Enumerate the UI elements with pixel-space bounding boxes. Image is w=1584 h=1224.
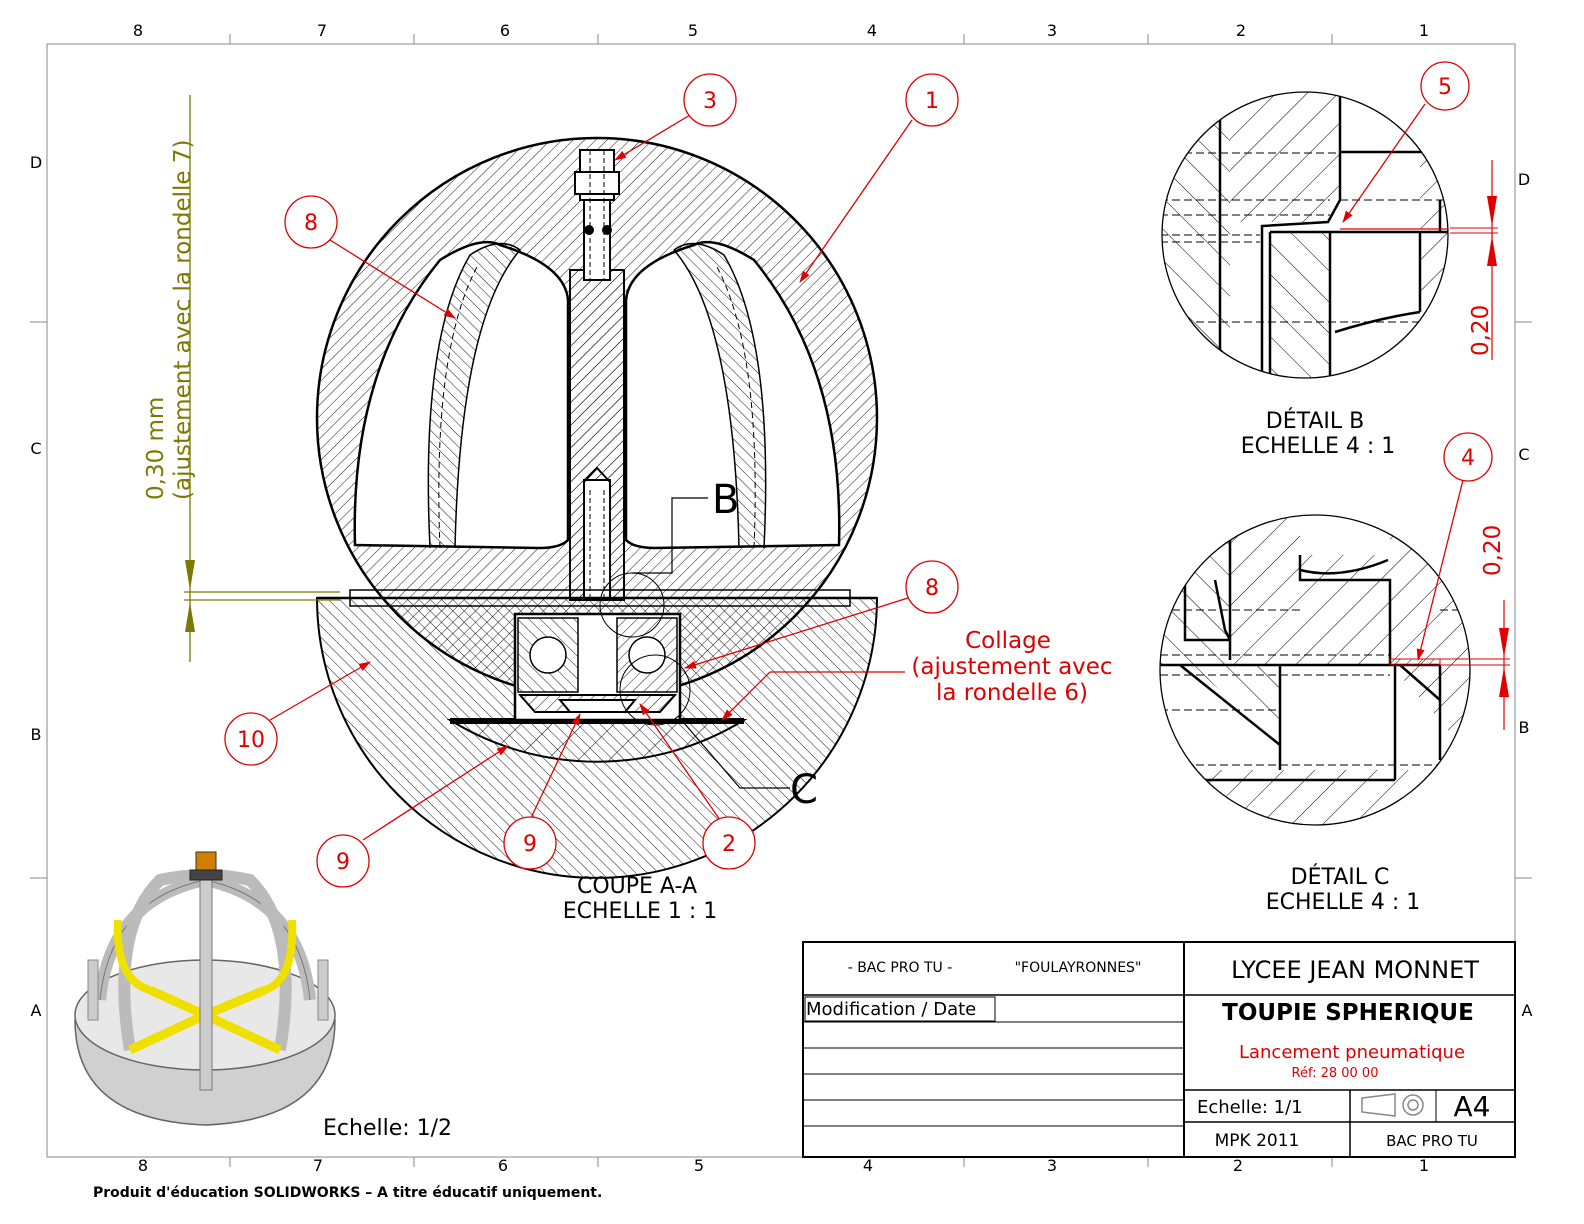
part-name: TOUPIE SPHERIQUE <box>1222 1000 1474 1026</box>
zone-number: 7 <box>317 21 327 40</box>
detail-b-scale: ECHELLE 4 : 1 <box>1241 434 1396 459</box>
iso-view-scale: Echelle: 1/2 <box>323 1116 452 1141</box>
drawing-scale: Echelle: 1/1 <box>1197 1097 1303 1118</box>
olive-dim-value: 0,30 mm <box>143 397 169 500</box>
balloon-1 <box>905 73 959 127</box>
balloon-10 <box>224 712 278 766</box>
collage-note: Collage (ajustement avec la rondelle 6) <box>911 628 1112 706</box>
zone-number: 2 <box>1236 21 1246 40</box>
left-zone-letters: D C B A <box>30 153 42 1020</box>
balloons: 1 3 8 8 10 9 9 2 Collage (ajustement ave… <box>224 73 1113 888</box>
detail-c-scale: ECHELLE 4 : 1 <box>1266 890 1421 915</box>
zone-number: 5 <box>688 21 698 40</box>
balloon-text: 8 <box>925 576 939 601</box>
detail-b-dimension: 0,20 <box>1468 305 1494 356</box>
zone-letter: D <box>30 153 42 172</box>
balloon-text: 9 <box>523 832 537 857</box>
title-block <box>802 941 1516 1158</box>
olive-dim-note: (ajustement avec la rondelle 7) <box>170 140 196 500</box>
part-subtitle: Lancement pneumatique <box>1239 1042 1465 1063</box>
zone-number: 8 <box>138 1156 148 1175</box>
balloon-text: 4 <box>1461 446 1475 471</box>
educational-footer: Produit d'éducation SOLIDWORKS – A titre… <box>93 1185 603 1201</box>
balloon-text: 10 <box>237 728 265 753</box>
balloon-2 <box>702 816 756 870</box>
detail-b-label: B <box>712 477 739 523</box>
zone-number: 6 <box>498 1156 508 1175</box>
zone-number: 4 <box>867 21 877 40</box>
zone-number: 3 <box>1047 21 1057 40</box>
detail-b-title: DÉTAIL B <box>1266 408 1364 434</box>
program-label: - BAC PRO TU - <box>848 960 953 976</box>
olive-dimension: 0,30 mm (ajustement avec la rondelle 7) <box>143 95 340 662</box>
svg-text:(ajustement avec: (ajustement avec <box>911 654 1112 680</box>
balloon-4 <box>1443 432 1493 482</box>
detail-b-view: 5 0,20 DÉTAIL B ECHELLE 4 : 1 <box>1161 61 1498 459</box>
author-year: MPK 2011 <box>1215 1131 1300 1151</box>
balloon-text: 3 <box>703 89 717 114</box>
zone-number: 3 <box>1047 1156 1057 1175</box>
zone-letter: A <box>1522 1001 1533 1020</box>
zone-ticks <box>30 34 1532 1167</box>
balloon-9 <box>316 834 370 888</box>
balloon-text: 2 <box>722 832 736 857</box>
zone-letter: D <box>1518 170 1530 189</box>
part-reference: Réf: 28 00 00 <box>1292 1066 1379 1081</box>
detail-c-view: 4 0,20 DÉTAIL C ECHELLE 4 : 1 <box>1159 432 1510 915</box>
school-name: LYCEE JEAN MONNET <box>1231 956 1479 984</box>
zone-letter: C <box>30 439 41 458</box>
zone-number: 8 <box>133 21 143 40</box>
balloon-5 <box>1420 61 1470 111</box>
zone-number: 4 <box>863 1156 873 1175</box>
zone-number: 1 <box>1419 1156 1429 1175</box>
balloon-3 <box>683 73 737 127</box>
balloon-text: 8 <box>304 211 318 236</box>
top-zone-numbers: 8 7 6 5 4 3 2 1 <box>133 21 1429 40</box>
zone-letter: B <box>31 725 42 744</box>
zone-letter: A <box>31 1001 42 1020</box>
balloon-8 <box>284 195 338 249</box>
balloon-text: 9 <box>336 850 350 875</box>
zone-letter: B <box>1519 718 1530 737</box>
sheet-format: A4 <box>1454 1090 1491 1123</box>
balloon-9b <box>503 816 557 870</box>
zone-number: 6 <box>500 21 510 40</box>
isometric-view: Echelle: 1/2 <box>74 851 452 1141</box>
svg-text:la rondelle 6): la rondelle 6) <box>936 680 1088 706</box>
detail-c-dimension: 0,20 <box>1480 525 1506 576</box>
sheet-frame <box>46 43 1516 1158</box>
section-label: BAC PRO TU <box>1386 1132 1478 1150</box>
detail-c-label: C <box>790 767 818 813</box>
svg-text:Collage: Collage <box>965 628 1051 654</box>
section-view-a-a: B C COUPE A-A ECHELLE 1 : 1 <box>315 136 879 924</box>
zone-number: 2 <box>1233 1156 1243 1175</box>
right-zone-letters: D C B A <box>1518 170 1533 1020</box>
balloon-text: 5 <box>1438 75 1452 100</box>
location-label: "FOULAYRONNES" <box>1015 960 1142 976</box>
balloon-text: 1 <box>925 89 939 114</box>
balloon-8b <box>905 560 959 614</box>
zone-number: 7 <box>313 1156 323 1175</box>
zone-letter: C <box>1518 445 1529 464</box>
zone-number: 1 <box>1419 21 1429 40</box>
section-title: COUPE A-A <box>577 874 697 899</box>
title-block-text: - BAC PRO TU - "FOULAYRONNES" LYCEE JEAN… <box>806 956 1490 1151</box>
detail-c-title: DÉTAIL C <box>1291 864 1390 890</box>
section-scale: ECHELLE 1 : 1 <box>563 899 718 924</box>
zone-number: 5 <box>694 1156 704 1175</box>
bottom-zone-numbers: 8 7 6 5 4 3 2 1 <box>138 1156 1429 1175</box>
modification-label: Modification / Date <box>806 999 976 1020</box>
